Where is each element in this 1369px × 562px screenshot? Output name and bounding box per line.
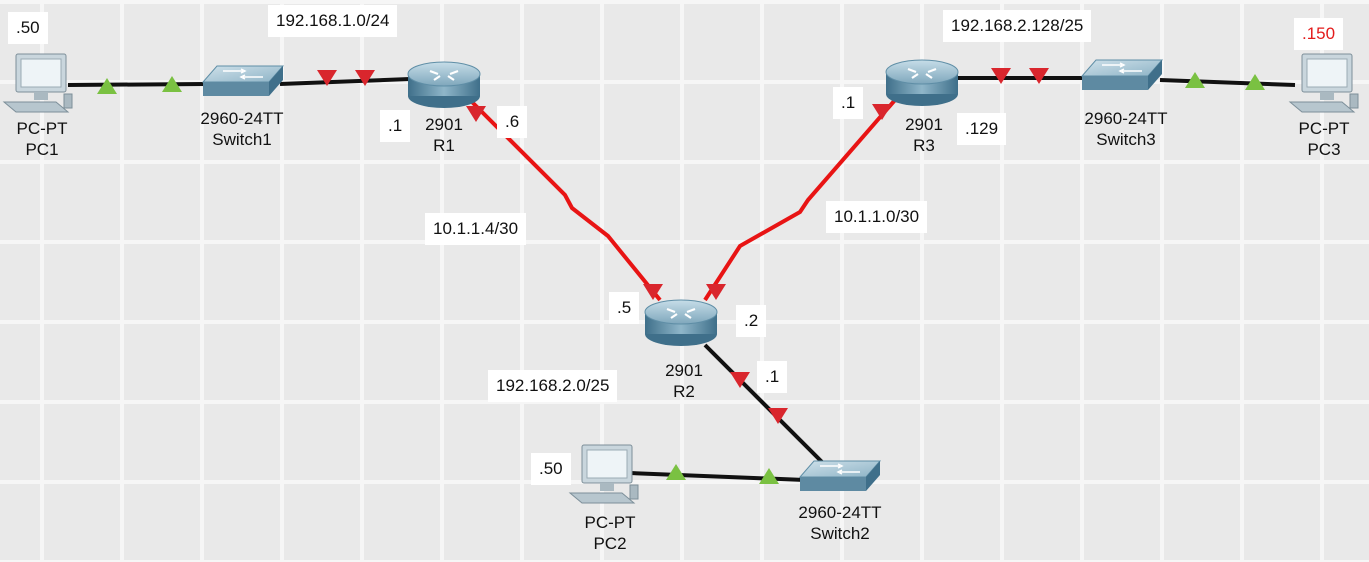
pc-icon[interactable] <box>1288 53 1359 113</box>
link-r1-r2-serial[interactable] <box>468 98 662 302</box>
link-down-marker <box>730 372 750 388</box>
link-pc1-switch1[interactable] <box>67 82 206 87</box>
r3-lan-ip-note[interactable]: .129 <box>957 113 1007 145</box>
wan-r2-r3-network-note[interactable]: 10.1.1.0/30 <box>826 201 928 233</box>
r1-wan-ip-note[interactable]: .6 <box>497 106 528 138</box>
switch-icon[interactable] <box>798 460 882 491</box>
r1-model: 2901 <box>425 115 463 134</box>
link-down-marker <box>991 68 1011 84</box>
link-switch3-pc3[interactable] <box>1159 78 1296 87</box>
switch-icon[interactable] <box>201 65 285 96</box>
router-icon[interactable] <box>885 59 959 106</box>
pc1-ip-note[interactable]: .50 <box>8 12 48 44</box>
link-pc2-switch2[interactable] <box>629 471 806 482</box>
pc1-model: PC-PT <box>16 119 68 138</box>
pc3-model: PC-PT <box>1298 119 1350 138</box>
link-r3-r2-serial[interactable] <box>703 98 897 302</box>
links-serial <box>468 98 897 302</box>
r1-label: 2901 R1 <box>425 114 463 156</box>
lan2-network-note[interactable]: 192.168.2.0/25 <box>488 370 618 402</box>
link-down-marker <box>355 70 375 86</box>
r3-model: 2901 <box>905 115 943 134</box>
r2-model: 2901 <box>665 361 703 380</box>
pc2-ip-note[interactable]: .50 <box>531 453 571 485</box>
router-icon[interactable] <box>644 299 718 346</box>
link-down-marker <box>317 70 337 86</box>
router-icon[interactable] <box>407 61 481 108</box>
link-up-marker <box>162 76 182 92</box>
link-switch1-r1[interactable] <box>279 77 411 86</box>
link-down-marker <box>872 104 892 120</box>
pc-icon[interactable] <box>568 444 639 504</box>
wan-r1-r2-network-note[interactable]: 10.1.1.4/30 <box>425 213 527 245</box>
link-down-marker <box>1029 68 1049 84</box>
r2-lan-ip-note[interactable]: .1 <box>757 361 788 393</box>
link-down-marker <box>466 106 486 122</box>
r1-lan-ip-note[interactable]: .1 <box>380 110 411 142</box>
link-up-marker <box>97 78 117 94</box>
r1-name: R1 <box>433 136 455 155</box>
pc3-label: PC-PT PC3 <box>1299 118 1350 160</box>
pc3-ip-note[interactable]: .150 <box>1294 18 1344 50</box>
link-up-marker <box>759 468 779 484</box>
lan3-network-note[interactable]: 192.168.2.128/25 <box>943 10 1092 42</box>
link-r2-switch2[interactable] <box>703 343 827 467</box>
switch2-name: Switch2 <box>810 524 870 543</box>
switch1-label: 2960-24TT Switch1 <box>200 108 283 150</box>
link-down-marker <box>706 284 726 300</box>
pc2-label: PC-PT PC2 <box>585 512 636 554</box>
pc1-label: PC-PT PC1 <box>17 118 68 160</box>
switch3-name: Switch3 <box>1096 130 1156 149</box>
lan1-network-note[interactable]: 192.168.1.0/24 <box>268 5 398 37</box>
switch-icon[interactable] <box>1080 59 1164 90</box>
switch1-name: Switch1 <box>212 130 272 149</box>
r2-wan-r3-ip-note[interactable]: .2 <box>736 305 767 337</box>
r2-label: 2901 R2 <box>665 360 703 402</box>
pc3-name: PC3 <box>1307 140 1341 159</box>
switch2-model: 2960-24TT <box>798 503 882 522</box>
switch3-label: 2960-24TT Switch3 <box>1084 108 1167 150</box>
links-ethernet <box>67 76 1296 482</box>
pc2-model: PC-PT <box>584 513 636 532</box>
pc2-name: PC2 <box>593 534 627 553</box>
r2-name: R2 <box>673 382 695 401</box>
link-up-marker <box>1185 72 1205 88</box>
link-down-marker <box>768 408 788 424</box>
switch3-model: 2960-24TT <box>1084 109 1168 128</box>
r3-wan-ip-note[interactable]: .1 <box>833 87 864 119</box>
switch1-model: 2960-24TT <box>200 109 284 128</box>
r3-name: R3 <box>913 136 935 155</box>
switch2-label: 2960-24TT Switch2 <box>798 502 881 544</box>
link-up-marker <box>1245 74 1265 90</box>
r2-wan-r1-ip-note[interactable]: .5 <box>609 292 640 324</box>
link-up-marker <box>666 464 686 480</box>
pc-icon[interactable] <box>2 53 73 113</box>
link-status-markers <box>97 68 1265 484</box>
r3-label: 2901 R3 <box>905 114 943 156</box>
pc1-name: PC1 <box>25 140 59 159</box>
link-down-marker <box>643 284 663 300</box>
